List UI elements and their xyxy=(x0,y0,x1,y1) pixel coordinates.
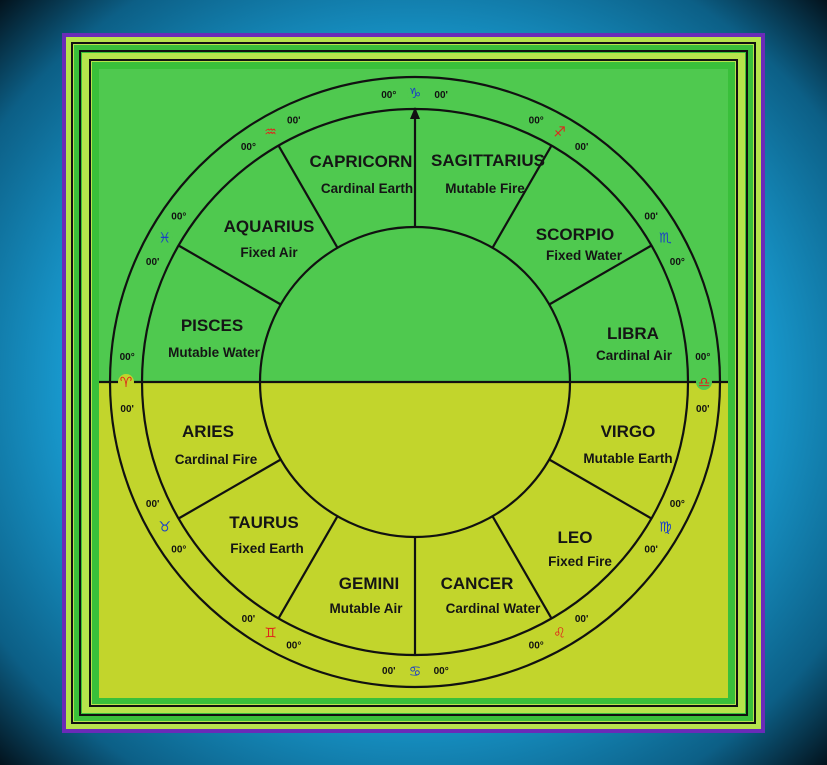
minute-label: 00' xyxy=(696,404,710,415)
degree-label: 00° xyxy=(381,90,396,101)
zodiac-wheel xyxy=(99,75,728,689)
hemisphere-fills xyxy=(99,69,728,698)
degree-label: 00' xyxy=(146,257,160,268)
glyph-backdrop xyxy=(407,663,423,679)
cusp-line xyxy=(548,458,652,520)
degree-label: 00' xyxy=(120,404,134,415)
glyph-backdrop xyxy=(156,518,173,535)
sign-quality-taurus: Fixed Earth xyxy=(230,541,304,556)
sign-quality-virgo: Mutable Earth xyxy=(583,451,672,466)
cusp-line xyxy=(277,515,339,619)
degree-label: 00° xyxy=(171,545,186,556)
minute-label: 00° xyxy=(529,640,544,651)
cusp-line xyxy=(178,244,282,306)
minute-label: 00' xyxy=(575,142,589,153)
aquarius-glyph-icon: ♒ xyxy=(264,125,277,141)
taurus-glyph-icon: ♉ xyxy=(158,520,171,536)
sign-name-sagittarius: SAGITTARIUS xyxy=(431,151,545,170)
minute-label: 00' xyxy=(146,499,160,510)
minute-label: 00' xyxy=(287,116,301,127)
gemini-glyph-icon: ♊ xyxy=(264,625,277,641)
sign-name-taurus: TAURUS xyxy=(229,513,299,532)
sign-quality-sagittarius: Mutable Fire xyxy=(445,181,525,196)
glyph-backdrop xyxy=(657,518,674,535)
degree-label: 00° xyxy=(695,352,710,363)
minute-label: 00' xyxy=(434,90,448,101)
sign-quality-libra: Cardinal Air xyxy=(596,348,673,363)
cusp-line xyxy=(178,458,282,520)
sign-name-leo: LEO xyxy=(558,528,593,547)
sign-quality-scorpio: Fixed Water xyxy=(546,248,623,263)
ring-markers: ♑00°00'♐00°00'♏00'00°♎00°00'♍00°00'♌00'0… xyxy=(118,85,712,680)
minute-label: 00' xyxy=(382,666,396,677)
sign-name-gemini: GEMINI xyxy=(339,574,399,593)
minute-label: 00° xyxy=(120,352,135,363)
capricorn-glyph-icon: ♑ xyxy=(409,86,422,102)
upper-hemisphere xyxy=(99,69,728,382)
glyph-backdrop xyxy=(551,123,568,140)
sign-labels: CAPRICORN Cardinal Earth SAGITTARIUS Mutabl… xyxy=(168,151,673,616)
frame-line xyxy=(71,42,756,724)
lower-hemisphere xyxy=(99,382,728,698)
glyph-backdrop xyxy=(407,85,423,101)
cusp-line xyxy=(277,145,339,249)
pisces-glyph-icon: ♓ xyxy=(158,231,171,247)
house-cusps xyxy=(178,109,652,655)
degree-label: 00° xyxy=(241,142,256,153)
cusp-line xyxy=(548,244,652,306)
frame-line xyxy=(89,59,738,707)
glyph-backdrop xyxy=(262,624,279,641)
glyph-backdrop xyxy=(551,624,568,641)
sign-quality-aquarius: Fixed Air xyxy=(240,245,298,260)
degree-label: 00° xyxy=(529,116,544,127)
glyph-backdrop xyxy=(118,374,134,390)
sign-quality-aries: Cardinal Fire xyxy=(175,452,258,467)
sign-quality-leo: Fixed Fire xyxy=(548,554,612,569)
arrow-up-icon xyxy=(410,107,420,119)
frame-line xyxy=(79,50,748,716)
degree-label: 00° xyxy=(286,640,301,651)
cancer-glyph-icon: ♋ xyxy=(409,664,422,680)
glyph-backdrop xyxy=(696,374,712,390)
cusp-line xyxy=(491,145,553,249)
glyph-backdrop xyxy=(262,123,279,140)
glyph-backdrop xyxy=(657,229,674,246)
degree-label: 00' xyxy=(575,614,589,625)
cusp-line xyxy=(491,515,553,619)
sign-name-aries: ARIES xyxy=(182,422,234,441)
sign-name-capricorn: CAPRICORN xyxy=(310,152,413,171)
leo-glyph-icon: ♌ xyxy=(553,625,566,641)
sagittarius-glyph-icon: ♐ xyxy=(553,125,566,141)
scorpio-glyph-icon: ♏ xyxy=(659,231,672,247)
sign-quality-pisces: Mutable Water xyxy=(168,345,261,360)
degree-label: 00° xyxy=(434,666,449,677)
degree-label: 00' xyxy=(644,211,658,222)
sign-quality-capricorn: Cardinal Earth xyxy=(321,181,413,196)
minute-label: 00° xyxy=(171,211,186,222)
aries-glyph-icon: ♈ xyxy=(120,375,133,391)
sign-name-cancer: CANCER xyxy=(441,574,514,593)
sign-name-scorpio: SCORPIO xyxy=(536,225,614,244)
minute-label: 00° xyxy=(670,257,685,268)
degree-label: 00° xyxy=(670,499,685,510)
libra-glyph-icon: ♎ xyxy=(698,375,711,391)
sign-name-libra: LIBRA xyxy=(607,324,659,343)
minute-label: 00' xyxy=(242,614,256,625)
minute-label: 00' xyxy=(644,545,658,556)
sign-name-pisces: PISCES xyxy=(181,316,243,335)
sign-name-aquarius: AQUARIUS xyxy=(224,217,315,236)
sign-quality-cancer: Cardinal Water xyxy=(446,601,542,616)
glyph-backdrop xyxy=(156,229,173,246)
sign-quality-gemini: Mutable Air xyxy=(329,601,403,616)
sign-name-virgo: VIRGO xyxy=(601,422,656,441)
virgo-glyph-icon: ♍ xyxy=(659,520,672,536)
